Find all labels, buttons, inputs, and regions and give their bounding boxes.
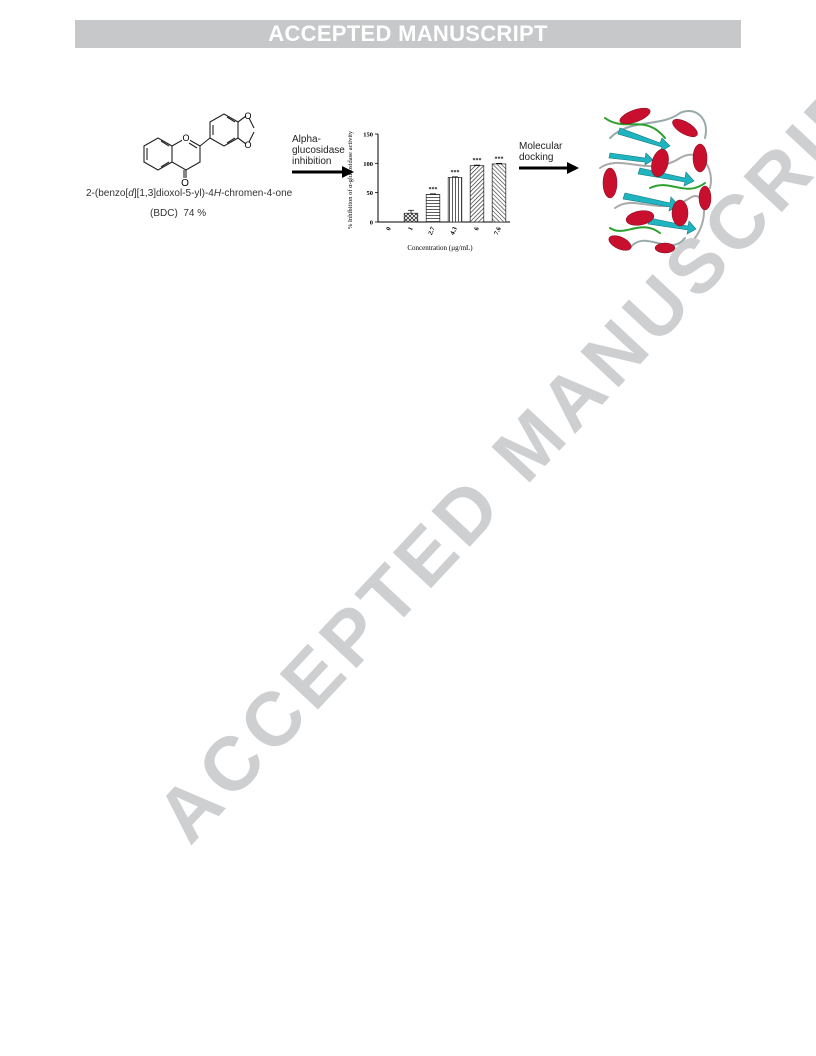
significance-label: *** bbox=[451, 170, 460, 176]
significance-label: *** bbox=[473, 158, 482, 164]
label-line: Molecular bbox=[519, 141, 563, 152]
compound-name-italic-h: H bbox=[213, 188, 222, 199]
alpha-glucosidase-label: Alpha- glucosidase inhibition bbox=[292, 134, 345, 167]
significance-label: *** bbox=[495, 156, 504, 162]
x-tick-label: 6 bbox=[473, 225, 481, 232]
compound-name-part: 2-(benzo[ bbox=[86, 188, 129, 199]
label-line: docking bbox=[519, 152, 554, 163]
dioxole-oxygen-bottom: O bbox=[244, 140, 251, 150]
bar bbox=[469, 165, 485, 223]
inhibition-bar-chart: % Inhibition of α-glucosidase activity C… bbox=[347, 130, 510, 252]
molecular-docking-label: Molecular docking bbox=[519, 141, 562, 163]
carbonyl-oxygen-label: O bbox=[181, 178, 189, 186]
dioxole-oxygen-top: O bbox=[244, 111, 251, 121]
x-tick-label: 4.3 bbox=[449, 225, 459, 236]
compound-yield: 74 % bbox=[183, 208, 207, 219]
label-line: inhibition bbox=[292, 156, 332, 167]
x-axis-label: Concentration (µg/mL) bbox=[407, 244, 473, 252]
y-tick-label: 100 bbox=[363, 161, 373, 168]
bar bbox=[491, 163, 507, 223]
protein-structure-image bbox=[599, 107, 712, 254]
x-tick-label: 1 bbox=[407, 226, 415, 232]
compound-name: 2-(benzo[d][1,3]dioxol-5-yl)-4H-chromen-… bbox=[86, 188, 292, 199]
compound-code: (BDC) bbox=[150, 208, 178, 219]
y-tick-label: 0 bbox=[370, 220, 373, 227]
compound-name-italic-d: d bbox=[128, 188, 134, 199]
compound-code-yield: (BDC) 74 % bbox=[150, 208, 206, 219]
label-line: glucosidase bbox=[292, 145, 345, 156]
ring-oxygen-label: O bbox=[182, 133, 189, 143]
accepted-manuscript-watermark: ACCEPTED MANUSCRIPT bbox=[140, 25, 816, 859]
compound-name-part: ][1,3]dioxol-5-yl)-4 bbox=[133, 188, 214, 199]
bdc-chemical-structure: O O O O bbox=[143, 111, 255, 186]
accepted-manuscript-banner: ACCEPTED MANUSCRIPT bbox=[75, 20, 741, 48]
y-axis-label: % Inhibition of α-glucosidase activity bbox=[347, 130, 354, 229]
x-tick-label: 0 bbox=[385, 226, 393, 232]
compound-name-part: -chromen-4-one bbox=[221, 188, 293, 199]
bar bbox=[403, 212, 419, 223]
x-tick-label: 2.7 bbox=[427, 225, 437, 236]
y-tick-label: 50 bbox=[367, 190, 374, 197]
y-tick-label: 150 bbox=[363, 132, 373, 139]
significance-label: *** bbox=[429, 187, 438, 193]
x-tick-label: 7.6 bbox=[493, 225, 503, 236]
arrow-right-icon bbox=[292, 166, 354, 178]
arrow-right-icon bbox=[519, 162, 579, 174]
bar bbox=[425, 194, 441, 223]
label-line: Alpha- bbox=[292, 134, 321, 145]
bar bbox=[447, 177, 463, 223]
